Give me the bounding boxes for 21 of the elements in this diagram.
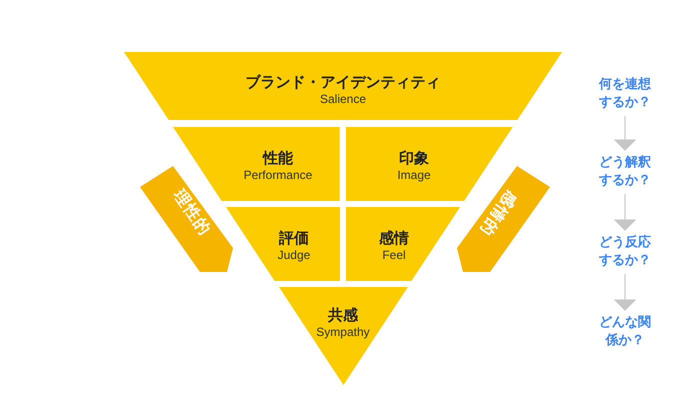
- segment-subtitle: Performance: [244, 168, 312, 183]
- segment-subtitle: Feel: [382, 248, 406, 263]
- down-arrow: [614, 274, 636, 310]
- question-text: どう反応するか？: [598, 234, 652, 270]
- segment-title: 共感: [328, 306, 358, 325]
- question-text: どんな関係か？: [598, 314, 652, 350]
- question-text: 何を連想するか？: [598, 76, 652, 112]
- arrow-label: 理性的: [169, 186, 216, 240]
- segment-subtitle: Salience: [320, 92, 366, 107]
- segment-subtitle: Sympathy: [316, 325, 370, 340]
- segment-title: 感情: [379, 229, 409, 248]
- segment-title: 評価: [278, 229, 309, 248]
- segment-title: 印象: [399, 149, 429, 168]
- down-arrow: [614, 194, 636, 230]
- segment-title: ブランド・アイデンティティ: [246, 73, 440, 92]
- arrow-label: 感情的: [475, 186, 522, 240]
- question-text: どう解釈するか？: [598, 154, 652, 190]
- down-arrow: [614, 116, 636, 150]
- segment-subtitle: Image: [397, 168, 431, 183]
- segment-title: 性能: [262, 149, 293, 168]
- segment-subtitle: Judge: [278, 248, 310, 263]
